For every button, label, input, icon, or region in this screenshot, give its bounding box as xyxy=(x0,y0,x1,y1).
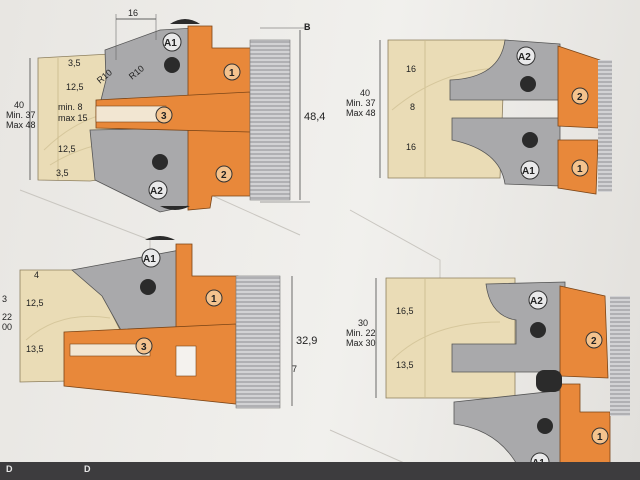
part-label-2: 2 xyxy=(221,170,227,181)
profile-dim: 12,5 xyxy=(66,82,84,92)
part-label-2: 2 xyxy=(591,336,597,347)
orange-cutter-1 xyxy=(559,383,611,471)
part-label-a2: A2 xyxy=(150,186,163,197)
profile-dim: 12,5 xyxy=(58,144,76,154)
dim-b-label: B xyxy=(304,22,311,32)
dim-height: 40 xyxy=(14,100,24,110)
dim-small: 7 xyxy=(292,364,297,374)
dim-total: 48,4 xyxy=(304,111,325,123)
footer-letter: D xyxy=(84,464,91,474)
profile-dim: 13,5 xyxy=(26,344,44,354)
part-label-a2: A2 xyxy=(518,52,531,63)
wood-profile xyxy=(387,39,506,179)
dim-height: 30 xyxy=(358,318,368,328)
bolt xyxy=(164,57,180,73)
diagram-bottom-left: 4 12,5 13,5 3 22 00 32,9 7 A1 1 3 xyxy=(2,236,317,409)
profile-dim: 13,5 xyxy=(396,360,414,370)
dim-height-min: Min. 37 xyxy=(346,98,376,108)
part-label-a1: A1 xyxy=(143,254,156,265)
steel-body xyxy=(235,275,281,409)
dim-height-max: Max 48 xyxy=(6,120,36,130)
part-label-1: 1 xyxy=(211,294,217,305)
profile-dim: 4 xyxy=(34,270,39,280)
dim-height-min: Min. 22 xyxy=(346,328,376,338)
part-label-1: 1 xyxy=(577,164,583,175)
groove-max: max 15 xyxy=(58,113,88,123)
part-label-1: 1 xyxy=(229,68,235,79)
diagram-top-left: 16 B 40 Min. 37 Max 48 3,5 12,5 12,5 3,5… xyxy=(6,8,325,213)
profile-dim: 3,5 xyxy=(68,58,81,68)
orange-cutter-1 xyxy=(187,25,259,97)
orange-cutter-2 xyxy=(559,285,609,379)
grey-cutter-a2 xyxy=(89,127,193,213)
profile-dim: 16 xyxy=(406,142,416,152)
orange-cutter-2 xyxy=(557,45,601,129)
diagram-top-right: 40 Min. 37 Max 48 16 8 16 A2 A1 1 2 xyxy=(346,39,612,195)
profile-dim: 3,5 xyxy=(56,168,69,178)
orange-cutter-1 xyxy=(175,243,239,331)
part-label-a1: A1 xyxy=(522,166,535,177)
page-footer-bar: D D xyxy=(0,462,640,480)
dim-height: 40 xyxy=(360,88,370,98)
part-label-3: 3 xyxy=(161,111,167,122)
dim-height-max: Max 30 xyxy=(346,338,376,348)
bolt xyxy=(152,154,168,170)
part-label-3: 3 xyxy=(141,342,147,353)
part-label-1: 1 xyxy=(597,432,603,443)
steel-body xyxy=(249,39,291,201)
dim-height-min: Min. 37 xyxy=(6,110,36,120)
part-label-a2: A2 xyxy=(530,296,543,307)
dim-width: 16 xyxy=(128,8,138,18)
profile-dim: 12,5 xyxy=(26,298,44,308)
orange-cutter-3 xyxy=(63,323,237,405)
edge-text: 00 xyxy=(2,322,12,332)
profile-dim: 16,5 xyxy=(396,306,414,316)
footer-letter: D xyxy=(6,464,13,474)
edge-text: 22 xyxy=(2,312,12,322)
part-label-2: 2 xyxy=(577,92,583,103)
dim-total: 32,9 xyxy=(296,335,317,347)
edge-text: 3 xyxy=(2,294,7,304)
groove-min: min. 8 xyxy=(58,102,83,112)
dim-height-max: Max 48 xyxy=(346,108,376,118)
diagram-bottom-right: 30 Min. 22 Max 30 16,5 13,5 A2 A1 1 2 xyxy=(346,277,630,472)
profile-dim: 8 xyxy=(410,102,415,112)
part-label-a1: A1 xyxy=(164,38,177,49)
profile-dim: 16 xyxy=(406,64,416,74)
